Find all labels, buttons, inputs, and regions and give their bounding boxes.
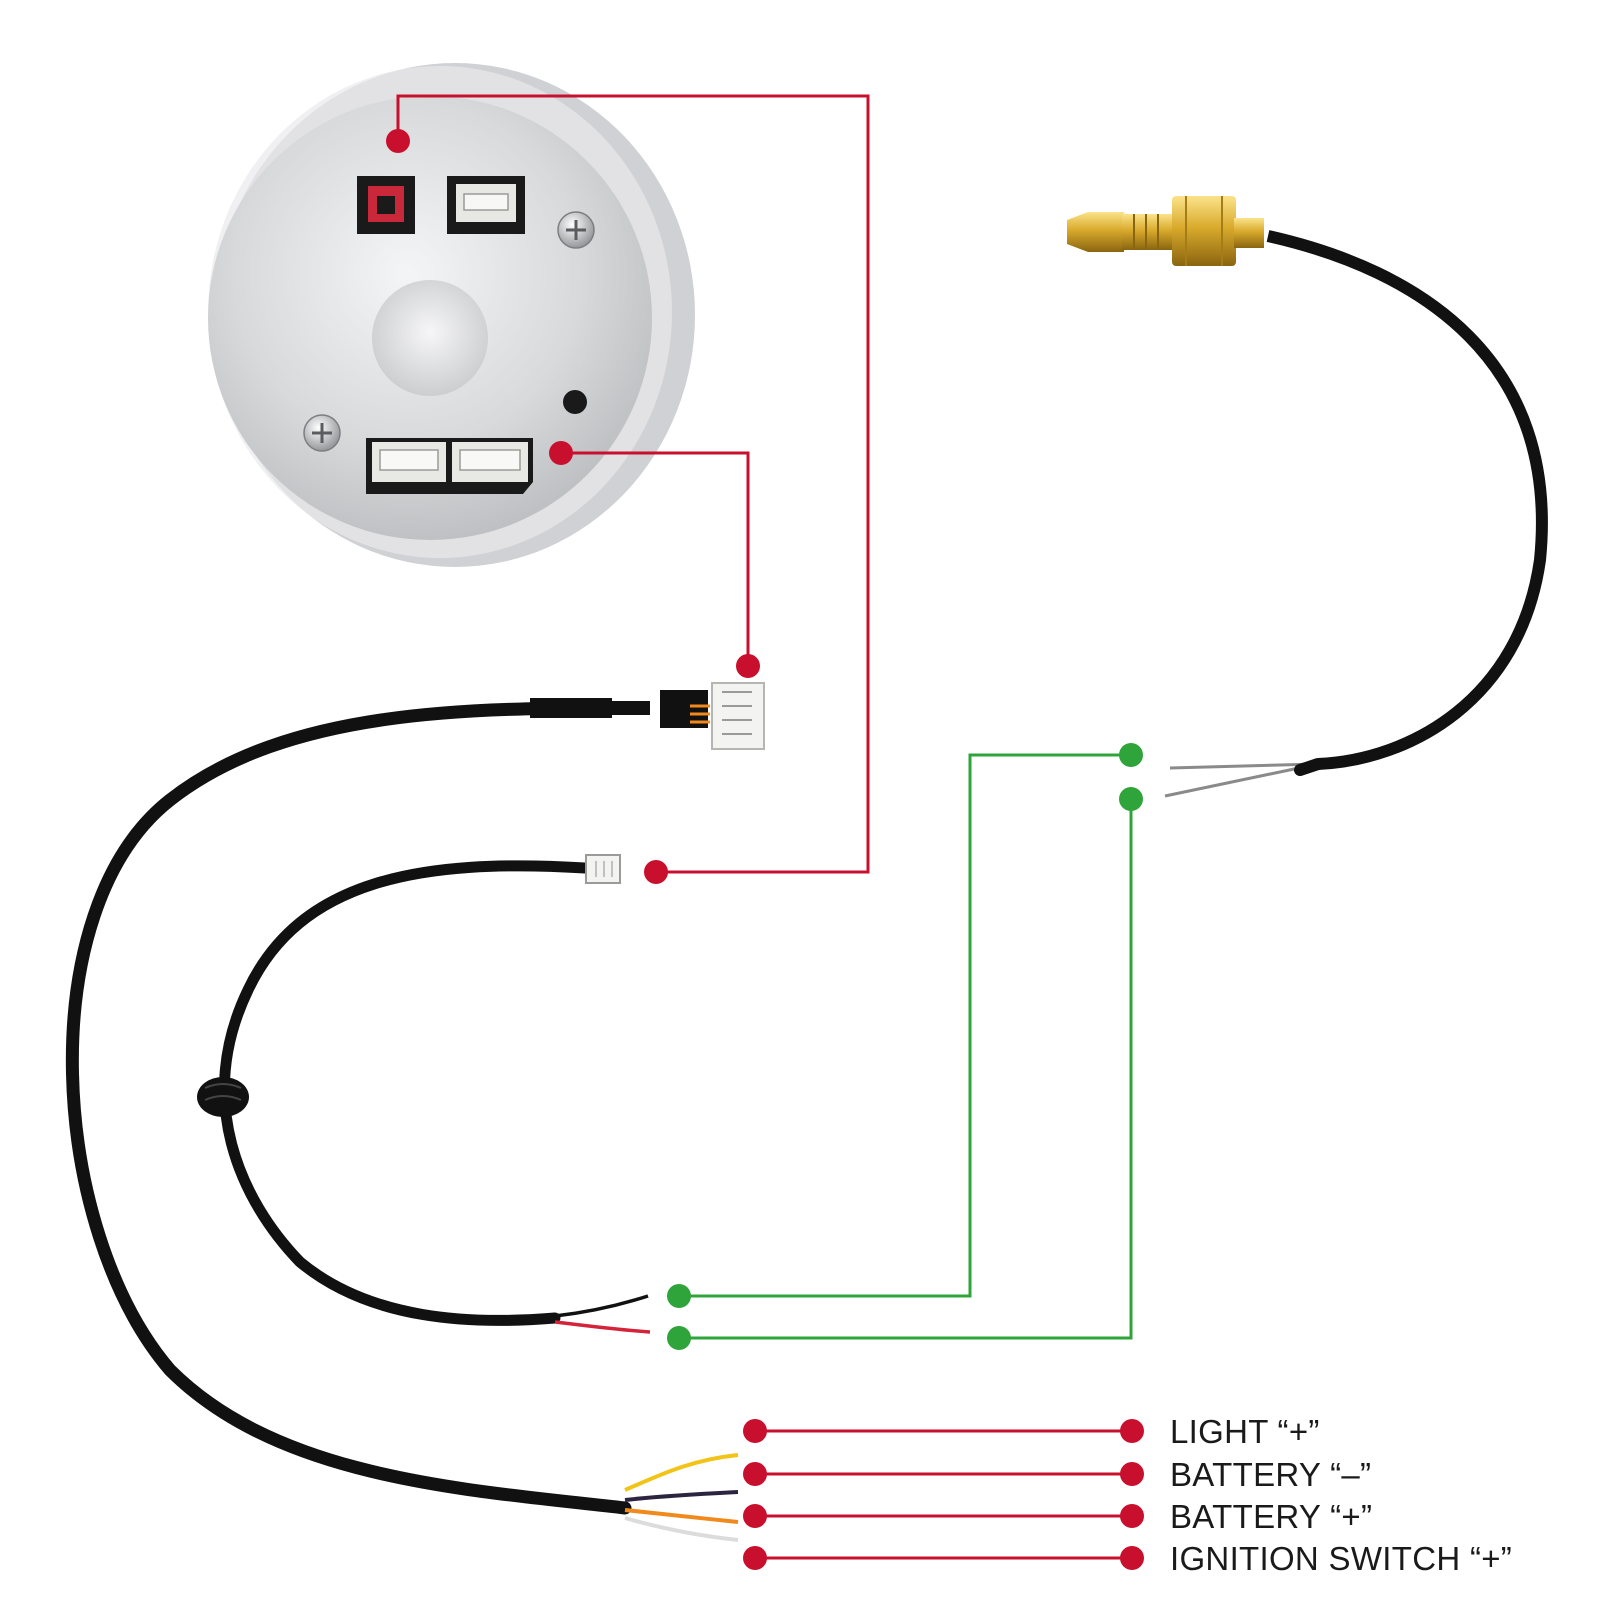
green-connections — [679, 753, 1133, 1340]
label-battery-minus: BATTERY “–” — [1170, 1456, 1371, 1493]
red-connections — [396, 94, 1132, 1560]
label-ignition-switch-plus: IGNITION SWITCH “+” — [1170, 1540, 1512, 1577]
sensor-socket — [447, 176, 525, 234]
wire-yellow — [624, 1453, 739, 1492]
harness-socket — [366, 438, 533, 494]
small-plug — [585, 854, 621, 884]
green-dots — [667, 743, 1143, 1350]
label-battery-plus: BATTERY “+” — [1170, 1498, 1372, 1535]
red-dots — [386, 129, 1144, 1570]
sensor-hex — [1172, 196, 1236, 266]
screw-icon — [557, 211, 595, 249]
main-harness — [65, 682, 765, 1542]
sensor-harness — [197, 854, 651, 1334]
red-power-socket — [357, 176, 415, 234]
harness-plug — [711, 682, 765, 750]
setting-button — [563, 390, 587, 414]
gauge-back — [208, 63, 695, 567]
label-light-plus: LIGHT “+” — [1170, 1413, 1320, 1450]
wire-black — [554, 1294, 649, 1318]
sensor-tip — [1067, 212, 1124, 252]
screw-icon — [303, 414, 341, 452]
wire-red — [554, 1320, 651, 1334]
wire-dark — [624, 1490, 739, 1502]
wire-orange — [624, 1508, 739, 1524]
temperature-sensor — [1067, 196, 1548, 798]
wire-white — [624, 1516, 739, 1542]
center-knob — [372, 280, 488, 396]
